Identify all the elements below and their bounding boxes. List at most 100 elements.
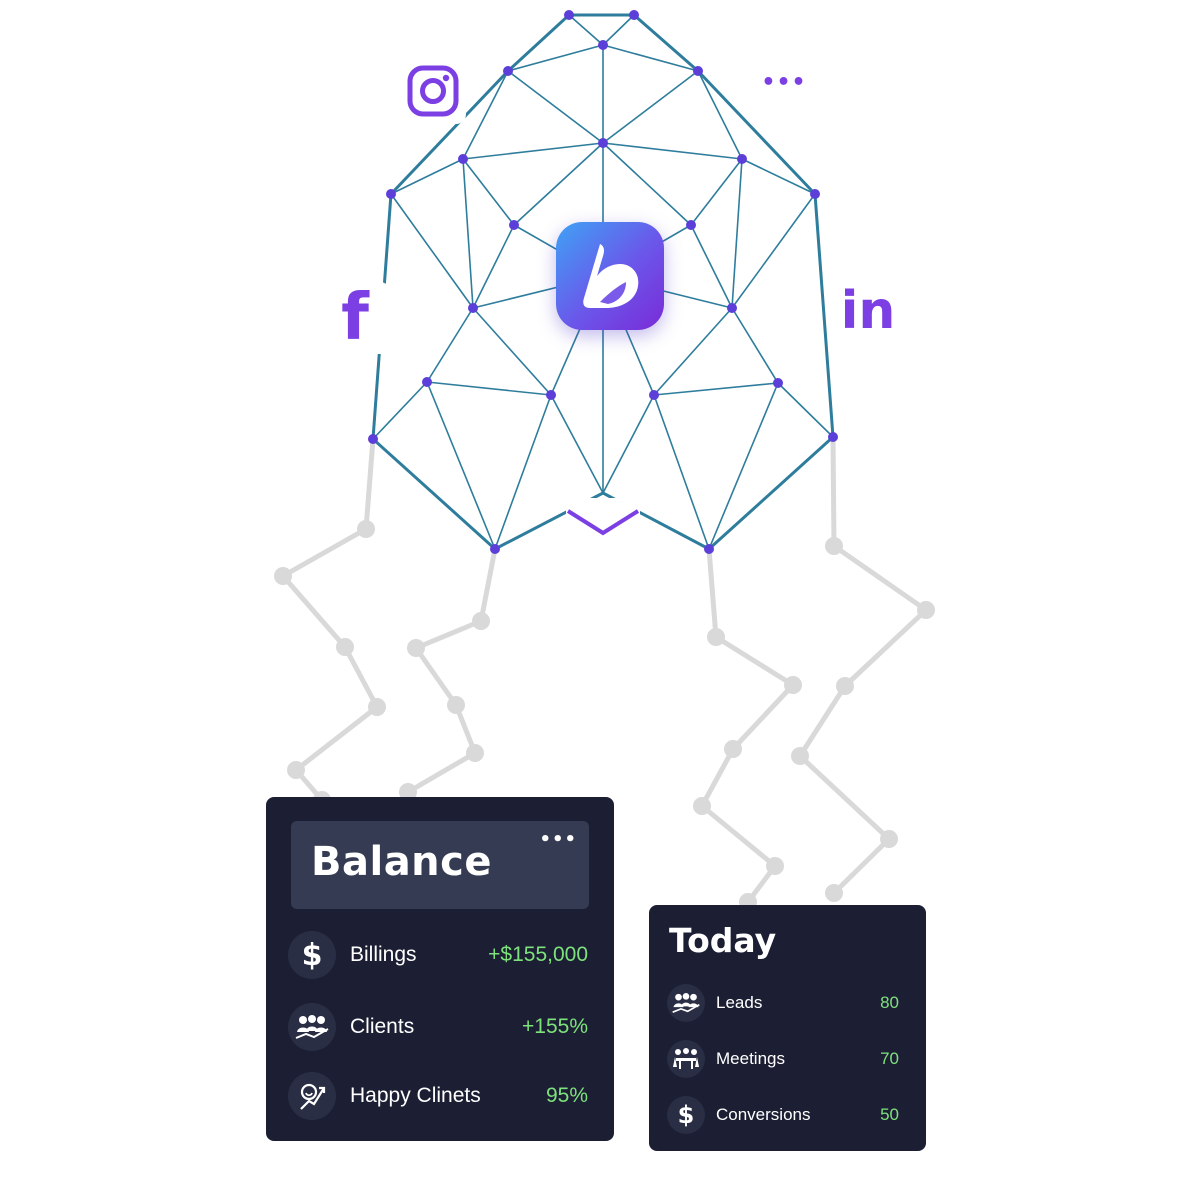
happy-clients-label: Happy Clinets: [350, 1084, 481, 1107]
network-edge: [831, 836, 892, 896]
leads-value: 80: [880, 993, 899, 1012]
more-badge[interactable]: •••: [752, 58, 816, 106]
network-edge: [602, 142, 692, 226]
network-edge: [602, 394, 655, 494]
network-edge: [696, 69, 817, 196]
network-edge: [462, 158, 474, 309]
network-node: [629, 10, 639, 20]
chain-node: [287, 761, 305, 779]
network-edge: [777, 382, 834, 438]
network-edge: [472, 307, 552, 396]
network-node: [468, 303, 478, 313]
network-edge: [602, 44, 699, 72]
balance-menu-icon[interactable]: •••: [539, 829, 577, 850]
network-edge: [797, 683, 848, 759]
network-edge: [507, 44, 604, 72]
network-edge: [602, 14, 635, 46]
linkedin-icon: in: [840, 281, 896, 341]
chain-node: [407, 639, 425, 657]
facebook-badge[interactable]: f: [320, 282, 390, 354]
network-edge: [413, 645, 459, 708]
network-node: [546, 390, 556, 400]
app-logo-icon: [583, 244, 639, 308]
mail-badge[interactable]: [566, 498, 640, 552]
facebook-icon: f: [341, 281, 369, 355]
network-edge: [426, 381, 496, 550]
network-node: [598, 138, 608, 148]
network-edge: [713, 634, 796, 688]
today-row-leads: Leads 80: [667, 983, 899, 1023]
network-edge: [741, 158, 816, 195]
network-edge: [707, 435, 835, 551]
network-edge: [731, 193, 816, 309]
balance-row-happy-clients: Happy Clinets 95%: [288, 1072, 588, 1120]
network-edge: [426, 381, 552, 396]
network-node: [704, 544, 714, 554]
balance-row-clients: Clients +155%: [288, 1003, 588, 1051]
network-edge: [371, 437, 497, 551]
network-edge: [507, 70, 604, 144]
network-edge: [472, 224, 515, 309]
network-edge: [413, 618, 484, 651]
meetings-value: 70: [880, 1049, 899, 1068]
network-edge: [830, 434, 837, 549]
network-edge: [706, 546, 719, 640]
mail-icon: [566, 509, 640, 536]
meetings-icon: [667, 1040, 705, 1078]
leads-icon: [667, 984, 705, 1022]
network-edge: [280, 573, 348, 650]
network-node: [649, 390, 659, 400]
instagram-badge[interactable]: [400, 58, 466, 124]
chain-node: [693, 797, 711, 815]
clients-icon: [288, 1003, 336, 1051]
network-edge: [293, 704, 380, 773]
network-node: [686, 220, 696, 230]
network-edge: [494, 394, 552, 550]
linkedin-badge[interactable]: in: [832, 276, 904, 346]
network-edge: [568, 14, 604, 46]
network-edge: [462, 70, 509, 160]
happy-clients-icon: [288, 1072, 336, 1120]
chain-node: [357, 520, 375, 538]
dollar-icon: $: [288, 931, 336, 979]
chain-node: [917, 601, 935, 619]
balance-header: Balance •••: [291, 821, 589, 909]
billings-label: Billings: [350, 943, 417, 966]
network-edge: [390, 193, 474, 309]
network-edge: [632, 13, 700, 73]
more-icon: •••: [761, 69, 807, 95]
network-edge: [697, 70, 743, 160]
network-node: [503, 66, 513, 76]
network-edge: [405, 750, 478, 795]
chain-node: [825, 884, 843, 902]
meetings-label: Meetings: [716, 1049, 785, 1068]
network-node: [458, 154, 468, 164]
chain-node: [784, 676, 802, 694]
network-edge: [426, 307, 474, 383]
network-node: [727, 303, 737, 313]
network-edge: [831, 543, 929, 613]
network-edge: [699, 803, 778, 869]
app-logo[interactable]: [556, 222, 664, 330]
network-edge: [462, 142, 604, 160]
network-edge: [602, 142, 743, 160]
conversions-value: 50: [880, 1105, 899, 1124]
network-node: [490, 544, 500, 554]
network-edge: [478, 546, 498, 624]
network-node: [368, 434, 378, 444]
network-node: [598, 40, 608, 50]
balance-card: Balance ••• $ Billings +$155,000: [266, 797, 614, 1141]
chain-node: [766, 857, 784, 875]
network-edge: [690, 224, 733, 309]
network-edge: [342, 644, 380, 710]
network-edge: [462, 158, 515, 226]
chain-node: [368, 698, 386, 716]
today-row-meetings: Meetings 70: [667, 1039, 899, 1079]
chain-node: [336, 638, 354, 656]
network-edge: [690, 158, 743, 226]
network-edge: [653, 307, 733, 396]
chain-node: [880, 830, 898, 848]
network-node: [737, 154, 747, 164]
network-edge: [506, 13, 571, 73]
